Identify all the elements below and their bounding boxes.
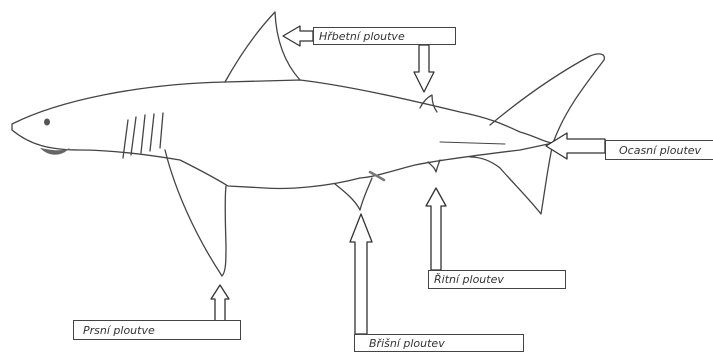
- lateral-line: [440, 142, 505, 144]
- gill-slit-5: [160, 113, 163, 148]
- second-dorsal-fin-shape: [420, 95, 437, 112]
- label-dorsal-fin: Hřbetní ploutve: [313, 27, 456, 45]
- caudal-upper-lobe: [490, 54, 604, 143]
- gill-slit-3: [141, 115, 145, 153]
- caudal-lower-lobe: [470, 143, 553, 214]
- pectoral-fin-shape: [165, 150, 226, 276]
- label-anal-fin: Řitní ploutev: [428, 270, 566, 289]
- label-pelvic-fins: Břišní ploutev: [354, 334, 524, 352]
- dorsal-fin-shape: [225, 12, 300, 82]
- gill-slit-2: [131, 117, 136, 155]
- pectoral-arrow: [211, 285, 229, 322]
- shark-eye: [44, 119, 50, 126]
- label-pectoral-fins: Prsní ploutve: [73, 320, 241, 340]
- anal-arrow: [426, 188, 446, 270]
- gill-slit-4: [150, 114, 154, 151]
- shark-body-outline: [12, 80, 553, 189]
- pelvic-arrow: [350, 214, 372, 334]
- dorsal-arrow: [283, 26, 313, 46]
- second-dorsal-arrow: [414, 45, 434, 92]
- label-caudal-fin: Ocasní ploutev: [605, 140, 713, 160]
